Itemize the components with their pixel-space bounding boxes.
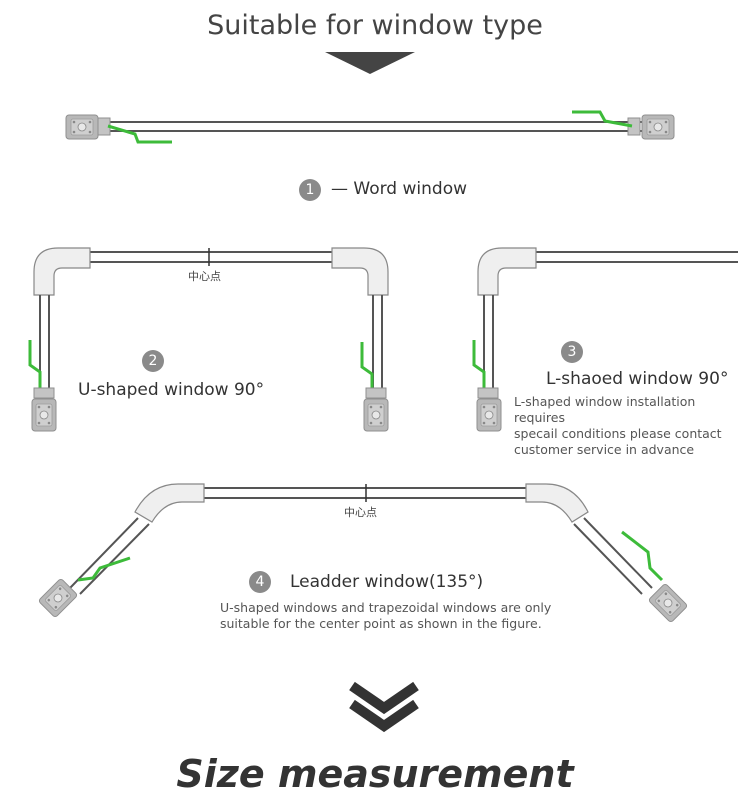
page-title: Suitable for window type [207, 10, 543, 41]
size-measurement-heading: Size measurement [176, 752, 574, 796]
type-2-center-mark: 中心点 [188, 270, 221, 283]
type-4-center-mark: 中心点 [344, 506, 377, 519]
double-chevron-down-icon [349, 681, 419, 733]
type-4-note-line: suitable for the center point as shown i… [220, 616, 542, 631]
u-shaped-window-diagram [28, 247, 389, 432]
type-4-label: Leadder window(135°) [290, 572, 484, 592]
type-4-note: U-shaped windows and trapezoidal windows… [220, 600, 551, 632]
type-4-number-badge: 4 [249, 571, 271, 593]
word-window-diagram [65, 110, 675, 144]
type-3-note: L-shaped window installation requires sp… [514, 394, 750, 458]
type-1-number-badge: 1 [299, 179, 321, 201]
type-2-label: U-shaped window 90° [78, 380, 265, 400]
ladder-window-diagram [37, 483, 689, 624]
type-3-number-badge: 3 [561, 341, 583, 363]
type-2-number-badge: 2 [142, 350, 164, 372]
type-3-note-line: L-shaped window installation requires [514, 394, 696, 425]
type-3-note-line: customer service in advance [514, 442, 695, 457]
type-4-note-line: U-shaped windows and trapezoidal windows… [220, 600, 552, 615]
header-arrow-icon [325, 52, 415, 74]
type-1-label: — Word window [331, 179, 467, 199]
type-3-note-line: specail conditions please contact [514, 426, 722, 441]
l-shaped-window-diagram [472, 247, 738, 432]
type-3-label: L-shaoed window 90° [546, 369, 729, 389]
